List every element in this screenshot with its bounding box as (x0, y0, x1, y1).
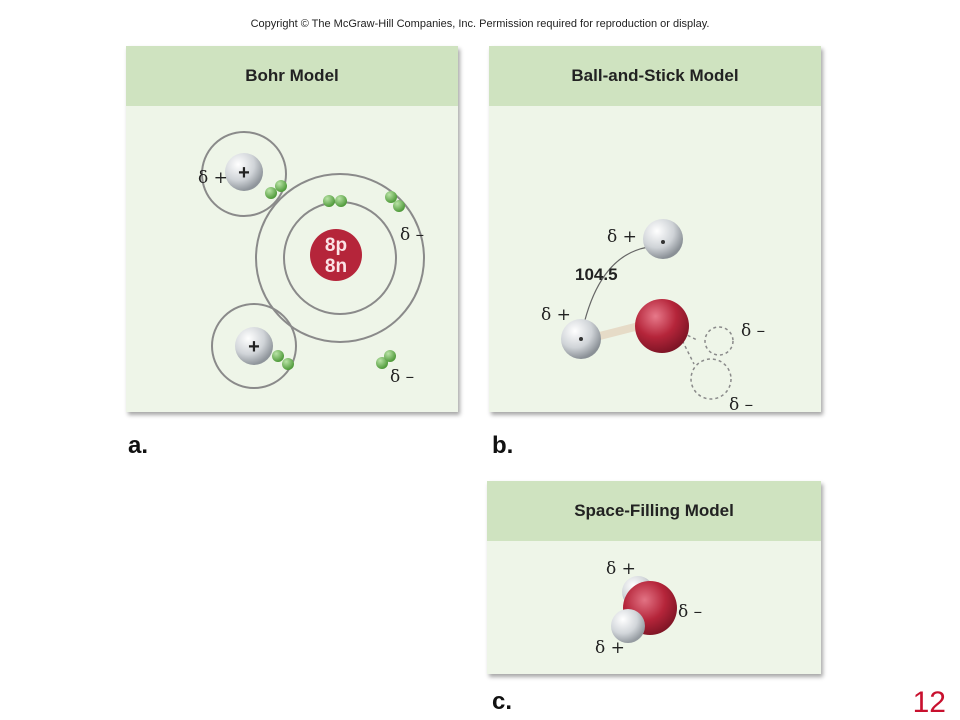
electron (265, 187, 277, 199)
figure-label-a: a. (128, 432, 149, 459)
space-filling-diagram: δ + δ – δ + (595, 559, 702, 658)
partial-negative-right: δ – (678, 602, 702, 622)
copyright-notice: Copyright © The McGraw-Hill Companies, I… (250, 18, 710, 30)
bohr-model-panel: Bohr Model 8p 8n + + (126, 46, 458, 412)
partial-negative-lower-right: δ – (390, 367, 414, 387)
bohr-model-title: Bohr Model (126, 46, 458, 106)
electron (385, 191, 397, 203)
electron (376, 357, 388, 369)
bohr-model-diagram: 8p 8n + + δ + δ – δ – δ + (198, 131, 425, 389)
hydrogen-top-plus: + (238, 162, 250, 184)
partial-positive-top: δ + (607, 227, 637, 247)
partial-negative-lower: δ – (729, 395, 753, 412)
hydrogen-nucleus-top (225, 153, 263, 191)
space-filling-title: Space-Filling Model (487, 481, 821, 541)
electron (335, 195, 347, 207)
hydrogen-atom-top (643, 219, 683, 259)
nucleus-protons-label: 8p (325, 235, 347, 256)
space-filling-panel: Space-Filling Model δ + δ – δ + (487, 481, 821, 674)
electron (323, 195, 335, 207)
electron (393, 200, 405, 212)
hydrogen-nucleus-bottom (235, 327, 273, 365)
oxygen-atom (635, 299, 689, 353)
figure-label-c: c. (492, 688, 513, 715)
ball-and-stick-title: Ball-and-Stick Model (489, 46, 821, 106)
electron (282, 358, 294, 370)
partial-negative-upper: δ – (741, 321, 765, 341)
partial-positive-bottom: δ + (595, 638, 625, 658)
partial-negative-right: δ – (400, 225, 424, 245)
partial-positive-left: δ + (541, 305, 571, 325)
hydrogen-sphere-bottom (611, 609, 645, 643)
ball-and-stick-panel: Ball-and-Stick Model (489, 46, 821, 412)
electron (272, 350, 284, 362)
electron (384, 350, 396, 362)
partial-positive-top: δ + (606, 559, 636, 579)
page-number: 12 (912, 686, 946, 719)
hydrogen-bottom-plus: + (248, 336, 260, 358)
ball-and-stick-diagram: 104.5 δ + δ + δ – δ – (541, 219, 765, 412)
nucleus-neutrons-label: 8n (325, 256, 347, 277)
bond-angle-label: 104.5 (575, 265, 618, 284)
partial-positive-top: δ + (198, 168, 228, 188)
electron (275, 180, 287, 192)
figure-label-b: b. (492, 432, 514, 459)
